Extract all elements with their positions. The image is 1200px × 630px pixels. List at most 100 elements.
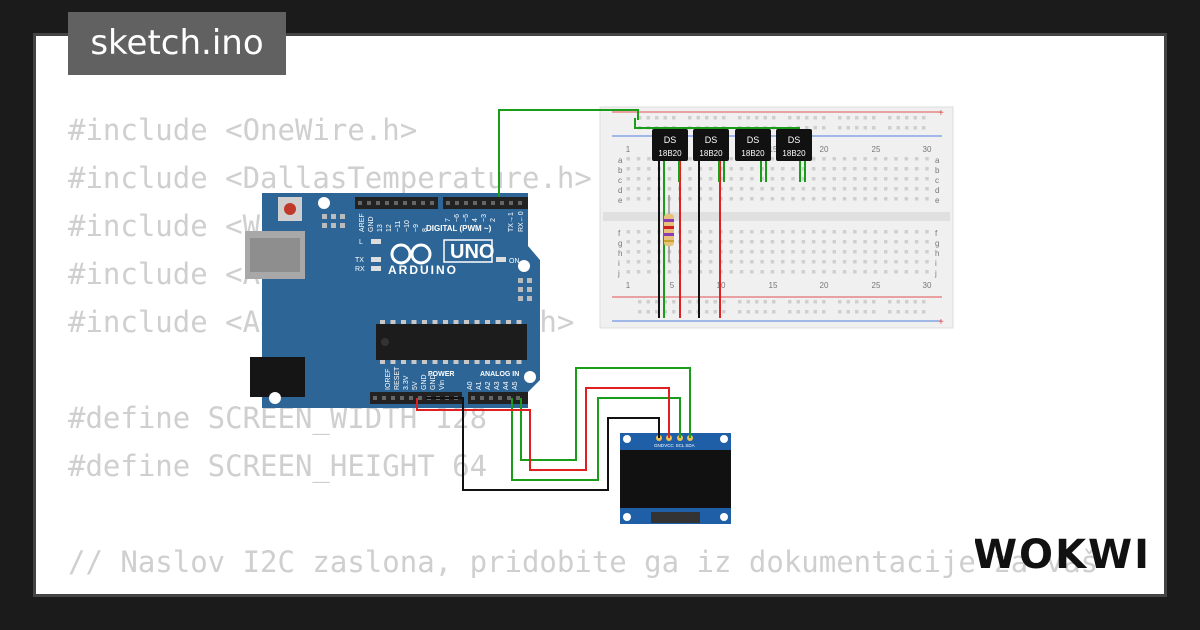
microcontroller-chip	[376, 324, 527, 360]
sensor-label: 18B20	[658, 149, 682, 158]
circuit-wires	[416, 109, 691, 491]
row-letter: g	[935, 239, 939, 248]
arduino-model: UNO	[450, 241, 494, 263]
row-letter: b	[935, 166, 940, 175]
column-number: 25	[872, 145, 881, 154]
pin-label: 12	[386, 224, 393, 232]
pin-label: A3	[494, 381, 501, 390]
led-rx-label: RX	[355, 266, 365, 273]
wire-data	[498, 109, 639, 197]
row-letter: d	[618, 186, 622, 195]
column-number: 10	[717, 281, 726, 290]
row-letter: c	[618, 176, 622, 185]
arduino-uno-board[interactable]: AREF GND 13 12 ~11 ~10 ~9 8 7 ~6 ~5 4 ~3…	[245, 193, 540, 408]
pin-label: 7	[445, 218, 452, 222]
code-line: // Naslov I2C zaslona, pridobite ga iz d…	[68, 545, 1099, 579]
row-letter: i	[618, 259, 620, 268]
led-l-label: L	[359, 239, 363, 246]
power-jack	[250, 357, 305, 397]
oled-pin-label: GND	[654, 443, 665, 448]
pin-label: A2	[485, 381, 492, 390]
row-letter: b	[618, 166, 623, 175]
file-tab[interactable]: sketch.ino	[68, 12, 286, 75]
pin-label: ~11	[395, 221, 402, 232]
digital-label: DIGITAL (PWM ~)	[426, 224, 492, 233]
sensor-label: 18B20	[741, 149, 765, 158]
pin-label: TX→1	[508, 212, 515, 232]
pin-label: Vin	[439, 380, 446, 390]
row-letter: a	[935, 156, 940, 165]
arduino-infinity-logo	[390, 243, 432, 265]
row-letter: h	[618, 249, 622, 258]
oled-pin-label: SDA	[685, 443, 694, 448]
row-letter: a	[618, 156, 623, 165]
wokwi-logo: WOKWI	[975, 532, 1150, 578]
row-letter: h	[935, 249, 939, 258]
code-line: #include <OneWire.h>	[68, 113, 418, 147]
row-letter: e	[618, 196, 623, 205]
row-letter: j	[617, 269, 620, 278]
sensor-label: DS	[747, 135, 760, 145]
wire-scl	[511, 397, 681, 481]
column-number: 15	[769, 145, 778, 154]
pin-label: 5V	[412, 381, 419, 390]
row-letter: e	[935, 196, 940, 205]
svg-text:+: +	[938, 108, 944, 119]
pin-label: 3.3V	[403, 375, 410, 390]
pin-label: 8	[422, 228, 429, 232]
column-number: 20	[820, 145, 829, 154]
pin-label: ~5	[463, 214, 470, 222]
pin-label: ~3	[481, 214, 488, 222]
code-line: #include <DallasTemperature.h>	[68, 161, 592, 195]
ds18b20-sensor[interactable]: DS 18B20	[693, 129, 729, 161]
pin-label: A1	[476, 381, 483, 390]
row-letters-top: a b c d e a b c d e	[618, 156, 940, 205]
pin-label: A0	[467, 381, 474, 390]
pin-label: A5	[512, 381, 519, 390]
analog-label: ANALOG IN	[480, 371, 519, 378]
pin-label: GND	[430, 374, 437, 390]
row-letter: i	[935, 259, 937, 268]
column-number: 1	[626, 281, 631, 290]
sensor-label: 18B20	[782, 149, 806, 158]
pin-label: ~9	[413, 224, 420, 232]
pin-label: A4	[503, 381, 510, 390]
pin-label: RX←0	[518, 211, 525, 232]
row-letter: f	[935, 229, 938, 238]
column-number: 25	[872, 281, 881, 290]
pin-label: 2	[490, 218, 497, 222]
led-tx-label: TX	[355, 257, 364, 264]
pin-label: 13	[377, 224, 384, 232]
wokwi-logo-text: WOKWI	[975, 532, 1150, 578]
gnd-label: GND	[368, 216, 375, 232]
row-letters-bottom: f g h i j f g h i j	[617, 229, 939, 278]
wire-vcc	[416, 387, 670, 471]
ds18b20-sensor[interactable]: DS 18B20	[735, 129, 771, 161]
breadboard-wires	[634, 118, 806, 318]
pin-label: 4	[472, 218, 479, 222]
code-editor: #include <OneWire.h> #include <DallasTemp…	[68, 106, 1099, 594]
aref-label: AREF	[359, 213, 366, 232]
sensor-label: DS	[664, 135, 677, 145]
sensor-label: 18B20	[699, 149, 723, 158]
pin-label: GND	[421, 374, 428, 390]
pin-label: IOREF	[385, 369, 392, 390]
row-letter: d	[935, 186, 939, 195]
oled-display[interactable]: GND VCC SCL SDA	[620, 433, 731, 524]
resistor	[664, 195, 674, 262]
pin-label: ~6	[454, 214, 461, 222]
temperature-sensors: DS 18B20 DS 18B20 DS 18B20 DS 18B20	[652, 129, 812, 161]
oled-pin-label: SCL	[676, 443, 685, 448]
ds18b20-sensor[interactable]: DS 18B20	[652, 129, 688, 161]
arduino-brand: ARDUINO	[388, 263, 458, 277]
sensor-label: DS	[788, 135, 801, 145]
led-on-label: ON	[509, 258, 520, 265]
wire-sda	[520, 367, 691, 461]
pin-label: ~10	[404, 220, 411, 232]
ds18b20-sensor[interactable]: DS 18B20	[776, 129, 812, 161]
oled-pin-label: VCC	[664, 443, 674, 448]
column-number: 1	[626, 145, 631, 154]
code-line: #define OLED_ADDRESS 0x3C	[68, 586, 1098, 594]
row-letter: c	[935, 176, 939, 185]
